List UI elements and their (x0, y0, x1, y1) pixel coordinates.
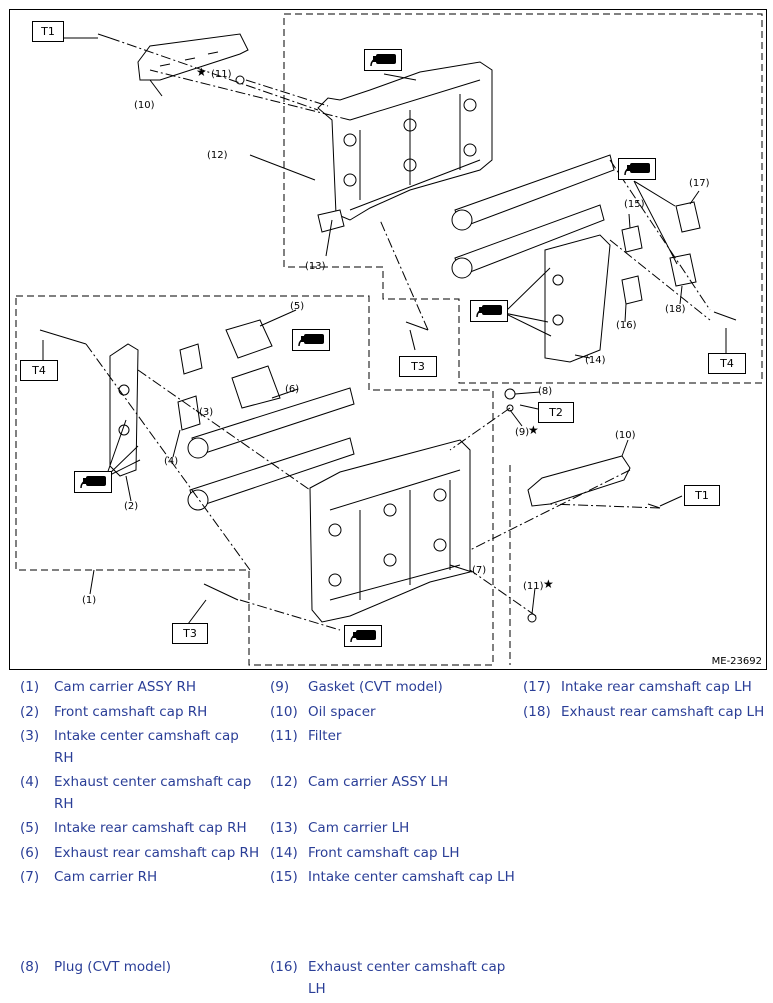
legend-text: Exhaust rear camshaft cap LH (561, 704, 765, 720)
torque-label-t1-top: T1 (32, 21, 64, 42)
legend-number: (3) (20, 728, 40, 744)
legend-number: (2) (20, 704, 40, 720)
legend-number: (12) (270, 774, 298, 790)
torque-label-t3-rh: T3 (172, 623, 208, 644)
callout-11-top: (11) (211, 69, 232, 80)
cap-4 (177, 395, 201, 431)
bolt-t3-lh (405, 321, 429, 331)
parts-legend: (1) Cam carrier ASSY RH (2) Front camshaft… (0, 672, 773, 1003)
legend-text: Front camshaft cap LH (308, 845, 460, 861)
legend-text: Oil spacer (308, 704, 376, 720)
legend-number: (13) (270, 820, 298, 836)
torque-label-t1-bottom: T1 (684, 485, 720, 506)
legend-text: Exhaust center camshaft cap LH (308, 959, 506, 997)
legend-text: Cam carrier ASSY RH (54, 679, 197, 695)
torque-label-t4-lh: T4 (708, 353, 746, 374)
oil-spacer-bottom (527, 455, 631, 507)
legend-number: (5) (20, 820, 40, 836)
cap-6 (231, 365, 281, 409)
legend-text: Intake rear camshaft cap RH (54, 820, 247, 836)
legend-text: Exhaust rear camshaft cap RH (54, 845, 260, 861)
legend-text: Intake center camshaft cap LH (308, 869, 515, 885)
cap-16 (621, 275, 643, 305)
legend-text: Cam carrier ASSY LH (308, 774, 449, 790)
exploded-diagram: T1 T1 T2 T3 T3 T4 T4 (1) (2) (3) (4) (5)… (9, 9, 767, 670)
legend-text: Intake rear camshaft cap LH (561, 679, 752, 695)
legend-number: (7) (20, 869, 40, 885)
legend-number: (9) (270, 679, 290, 695)
legend-number: (11) (270, 728, 298, 744)
legend-number: (6) (20, 845, 40, 861)
callout-5: (5) (290, 301, 305, 312)
legend-number: (4) (20, 774, 40, 790)
callout-2: (2) (124, 501, 139, 512)
torque-label-t2: T2 (538, 402, 574, 423)
legend-number: (1) (20, 679, 40, 695)
lh-assembly-boundary (283, 13, 763, 384)
legend-number: (10) (270, 704, 298, 720)
callout-11-bottom: (11) (523, 581, 544, 592)
legend-text: Front camshaft cap RH (54, 704, 208, 720)
callout-10-top: (10) (134, 100, 155, 111)
cap-3 (179, 343, 203, 375)
star-icon: ★ (528, 423, 539, 437)
callout-14: (14) (585, 355, 606, 366)
bolt-t4-lh (713, 311, 737, 321)
legend-text: Filter (308, 728, 342, 744)
cap-17 (675, 201, 701, 233)
legend-text: Cam carrier LH (308, 820, 410, 836)
legend-text: Exhaust center camshaft cap RH (54, 774, 252, 812)
torque-label-t3-lh: T3 (399, 356, 437, 377)
cap-15 (621, 225, 643, 253)
torque-label-t4-rh: T4 (20, 360, 58, 381)
legend-number: (8) (20, 959, 40, 975)
legend-number: (16) (270, 959, 298, 975)
legend-number: (15) (270, 869, 298, 885)
callout-10-bottom: (10) (615, 430, 636, 441)
callout-9: (9) (515, 427, 530, 438)
callout-15: (15) (624, 199, 645, 210)
callout-6: (6) (285, 384, 300, 395)
legend-text: Intake center camshaft cap RH (54, 728, 239, 766)
bolt-t1-top (97, 33, 111, 39)
sealant-tube-icon (364, 49, 402, 71)
callout-7: (7) (472, 565, 487, 576)
bolt-t1-bottom (647, 503, 661, 509)
sealant-tube-icon (344, 625, 382, 647)
callout-18: (18) (665, 304, 686, 315)
star-icon: ★ (543, 577, 554, 591)
cap-5 (225, 319, 273, 359)
sealant-tube-icon (618, 158, 656, 180)
legend-number: (17) (523, 679, 551, 695)
callout-17: (17) (689, 178, 710, 189)
legend-number: (18) (523, 704, 551, 720)
cam-carrier-rh (309, 439, 471, 623)
callout-13: (13) (305, 261, 326, 272)
legend-number: (14) (270, 845, 298, 861)
callout-3: (3) (199, 407, 214, 418)
legend-text: Gasket (CVT model) (308, 679, 443, 695)
figure-code: ME-23692 (711, 656, 762, 667)
legend-text: Cam carrier RH (54, 869, 158, 885)
diagram-drawing (15, 13, 763, 666)
front-cap-lh (544, 234, 611, 363)
bolt-t4-rh (39, 329, 87, 345)
bolt-t3-rh (203, 583, 239, 601)
legend-text: Plug (CVT model) (54, 959, 172, 975)
callout-1: (1) (82, 595, 97, 606)
callout-12: (12) (207, 150, 228, 161)
sealant-tube-icon (292, 329, 330, 351)
callout-16: (16) (616, 320, 637, 331)
sealant-tube-icon (470, 300, 508, 322)
sealant-tube-icon (74, 471, 112, 493)
oil-spacer-top (137, 33, 249, 81)
callout-4: (4) (164, 456, 179, 467)
callout-8: (8) (538, 386, 553, 397)
star-icon: ★ (196, 65, 207, 79)
